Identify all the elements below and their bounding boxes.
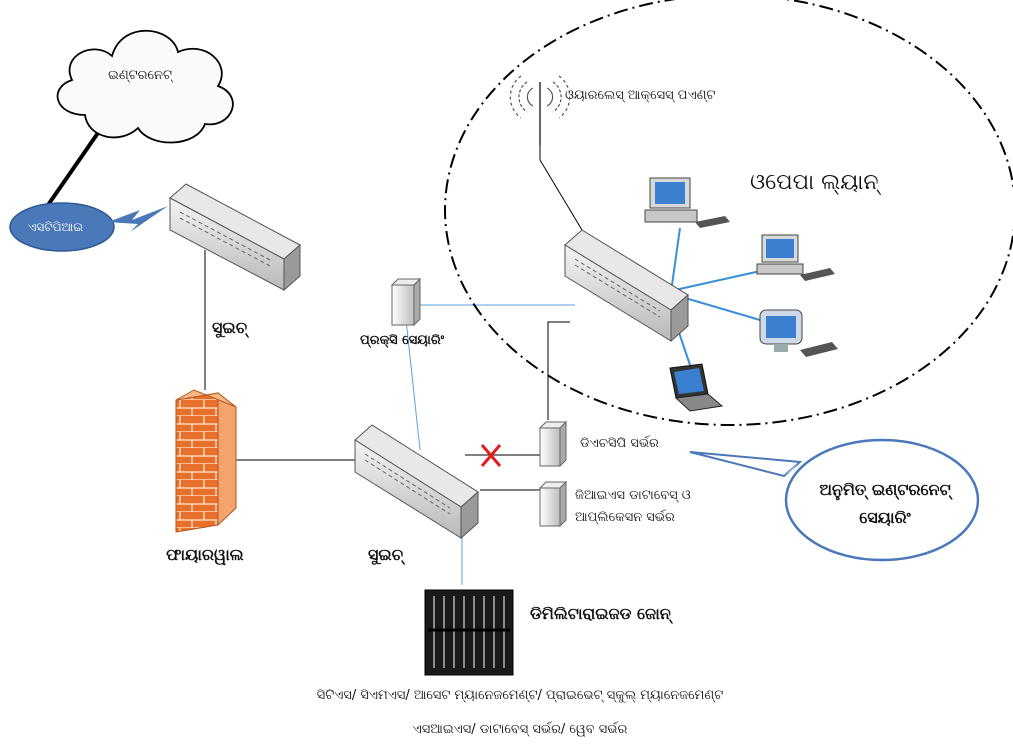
ap-switch-link [539,145,586,236]
dhcp-server-label: ଡିଏଚସିପି ସର୍ଭର [580,436,659,451]
internet-label: ଇଣ୍ଟରନେଟ୍ [108,68,172,83]
callout-line-2: ସେୟାରିଂ [859,508,911,527]
lan-boundary [444,0,1013,426]
imac-computer-icon [759,309,838,357]
laptop-icon [669,363,724,412]
switch-main-label: ସୁଇଚ୍ [368,545,404,564]
lan-link-3 [674,294,761,321]
switch-top-label: ସୁଇଚ୍ [212,318,248,337]
proxy-switch-link [404,309,421,451]
isp-label: ଏସଟିପିଆଇ [28,220,84,234]
switch-main-icon [354,424,479,540]
switch-lan-icon [564,229,689,343]
lightning-icon [108,206,168,232]
dhcp-lan-link [547,321,570,420]
internet-isp-link [46,128,102,207]
switch-top-icon [169,183,301,292]
app-server-label-1: ଜିଆଇଏସ ଡାଟାବେସ୍ ଓ [575,488,691,503]
lan-label: ଓପେପା ଲ୍ୟାନ୍ [750,170,879,195]
firewall-icon [175,389,237,533]
isp-ellipse [9,202,115,252]
desktop-computer-icon [644,177,730,228]
firewall-label: ଫାୟାରୱାଲ [166,545,244,564]
app-server-label-2: ଆପ୍ଲିକେସନ ସର୍ଭର [575,510,675,525]
proxy-label: ପ୍ରକ୍ସି ସେୟାରିଂ [360,333,445,348]
proxy-server-icon [390,277,422,327]
footer-line-2: ଏସଆଇଏସ/ ଡାଟାବେସ୍ ସର୍ଭର/ ୱେବ ସର୍ଭର [412,722,628,737]
wireless-ap-icon [509,75,571,145]
callout-bubble [689,438,980,562]
dmz-label: ଡିମିଲିଟାରାଇଜଡ ଜୋନ୍ [530,604,671,623]
lan-link-1 [671,227,681,286]
dmz-rack-icon [424,589,514,676]
callout-line-1: ଅନୁମିତ୍ ଇଣ୍ଟରନେଟ୍ [819,480,951,499]
lan-link-2 [674,269,766,291]
internet-cloud [56,29,234,144]
dhcp-server-icon [538,420,568,468]
desktop-computer-icon [756,234,835,281]
app-server-icon [538,480,568,528]
blocked-x-icon [480,444,502,467]
footer-line-1: ସିଟିଏସ/ ସିଏମଏସ/ ଆସେଟ ମ୍ୟାନେଜମେଣ୍ଟ/ ପ୍ରାଇ… [316,688,724,703]
wireless-ap-label: ଓୟାରଲେସ୍ ଆକ୍ସେସ୍ ପଏଣ୍ଟ [565,88,716,103]
